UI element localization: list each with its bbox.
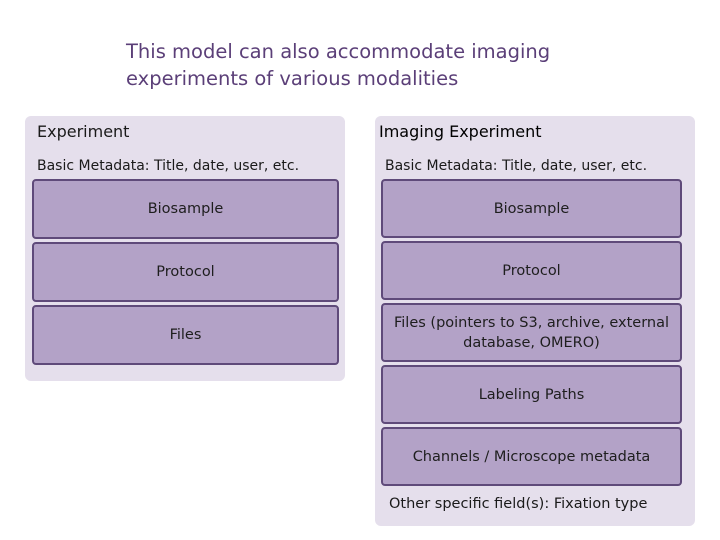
- experiment-panel-title: Experiment: [37, 122, 130, 141]
- imaging-experiment-panel: Imaging Experiment Basic Metadata: Title…: [375, 116, 695, 526]
- slide-title: This model can also accommodate imaging …: [126, 40, 551, 90]
- imaging-labeling-paths-box: Labeling Paths: [381, 365, 682, 424]
- imaging-basic-metadata: Basic Metadata: Title, date, user, etc.: [385, 158, 648, 174]
- experiment-biosample-box: Biosample: [32, 179, 339, 239]
- imaging-biosample-box: Biosample: [381, 179, 682, 238]
- imaging-experiment-panel-title: Imaging Experiment: [379, 122, 542, 141]
- other-specific-fields-note: Other specific field(s): Fixation type: [389, 496, 648, 512]
- imaging-protocol-box: Protocol: [381, 241, 682, 300]
- experiment-files-box: Files: [32, 305, 339, 365]
- imaging-files-box: Files (pointers to S3, archive, external…: [381, 303, 682, 362]
- experiment-protocol-box: Protocol: [32, 242, 339, 302]
- experiment-panel: Experiment Basic Metadata: Title, date, …: [25, 116, 345, 381]
- imaging-channels-microscope-box: Channels / Microscope metadata: [381, 427, 682, 486]
- experiment-basic-metadata: Basic Metadata: Title, date, user, etc.: [37, 158, 300, 174]
